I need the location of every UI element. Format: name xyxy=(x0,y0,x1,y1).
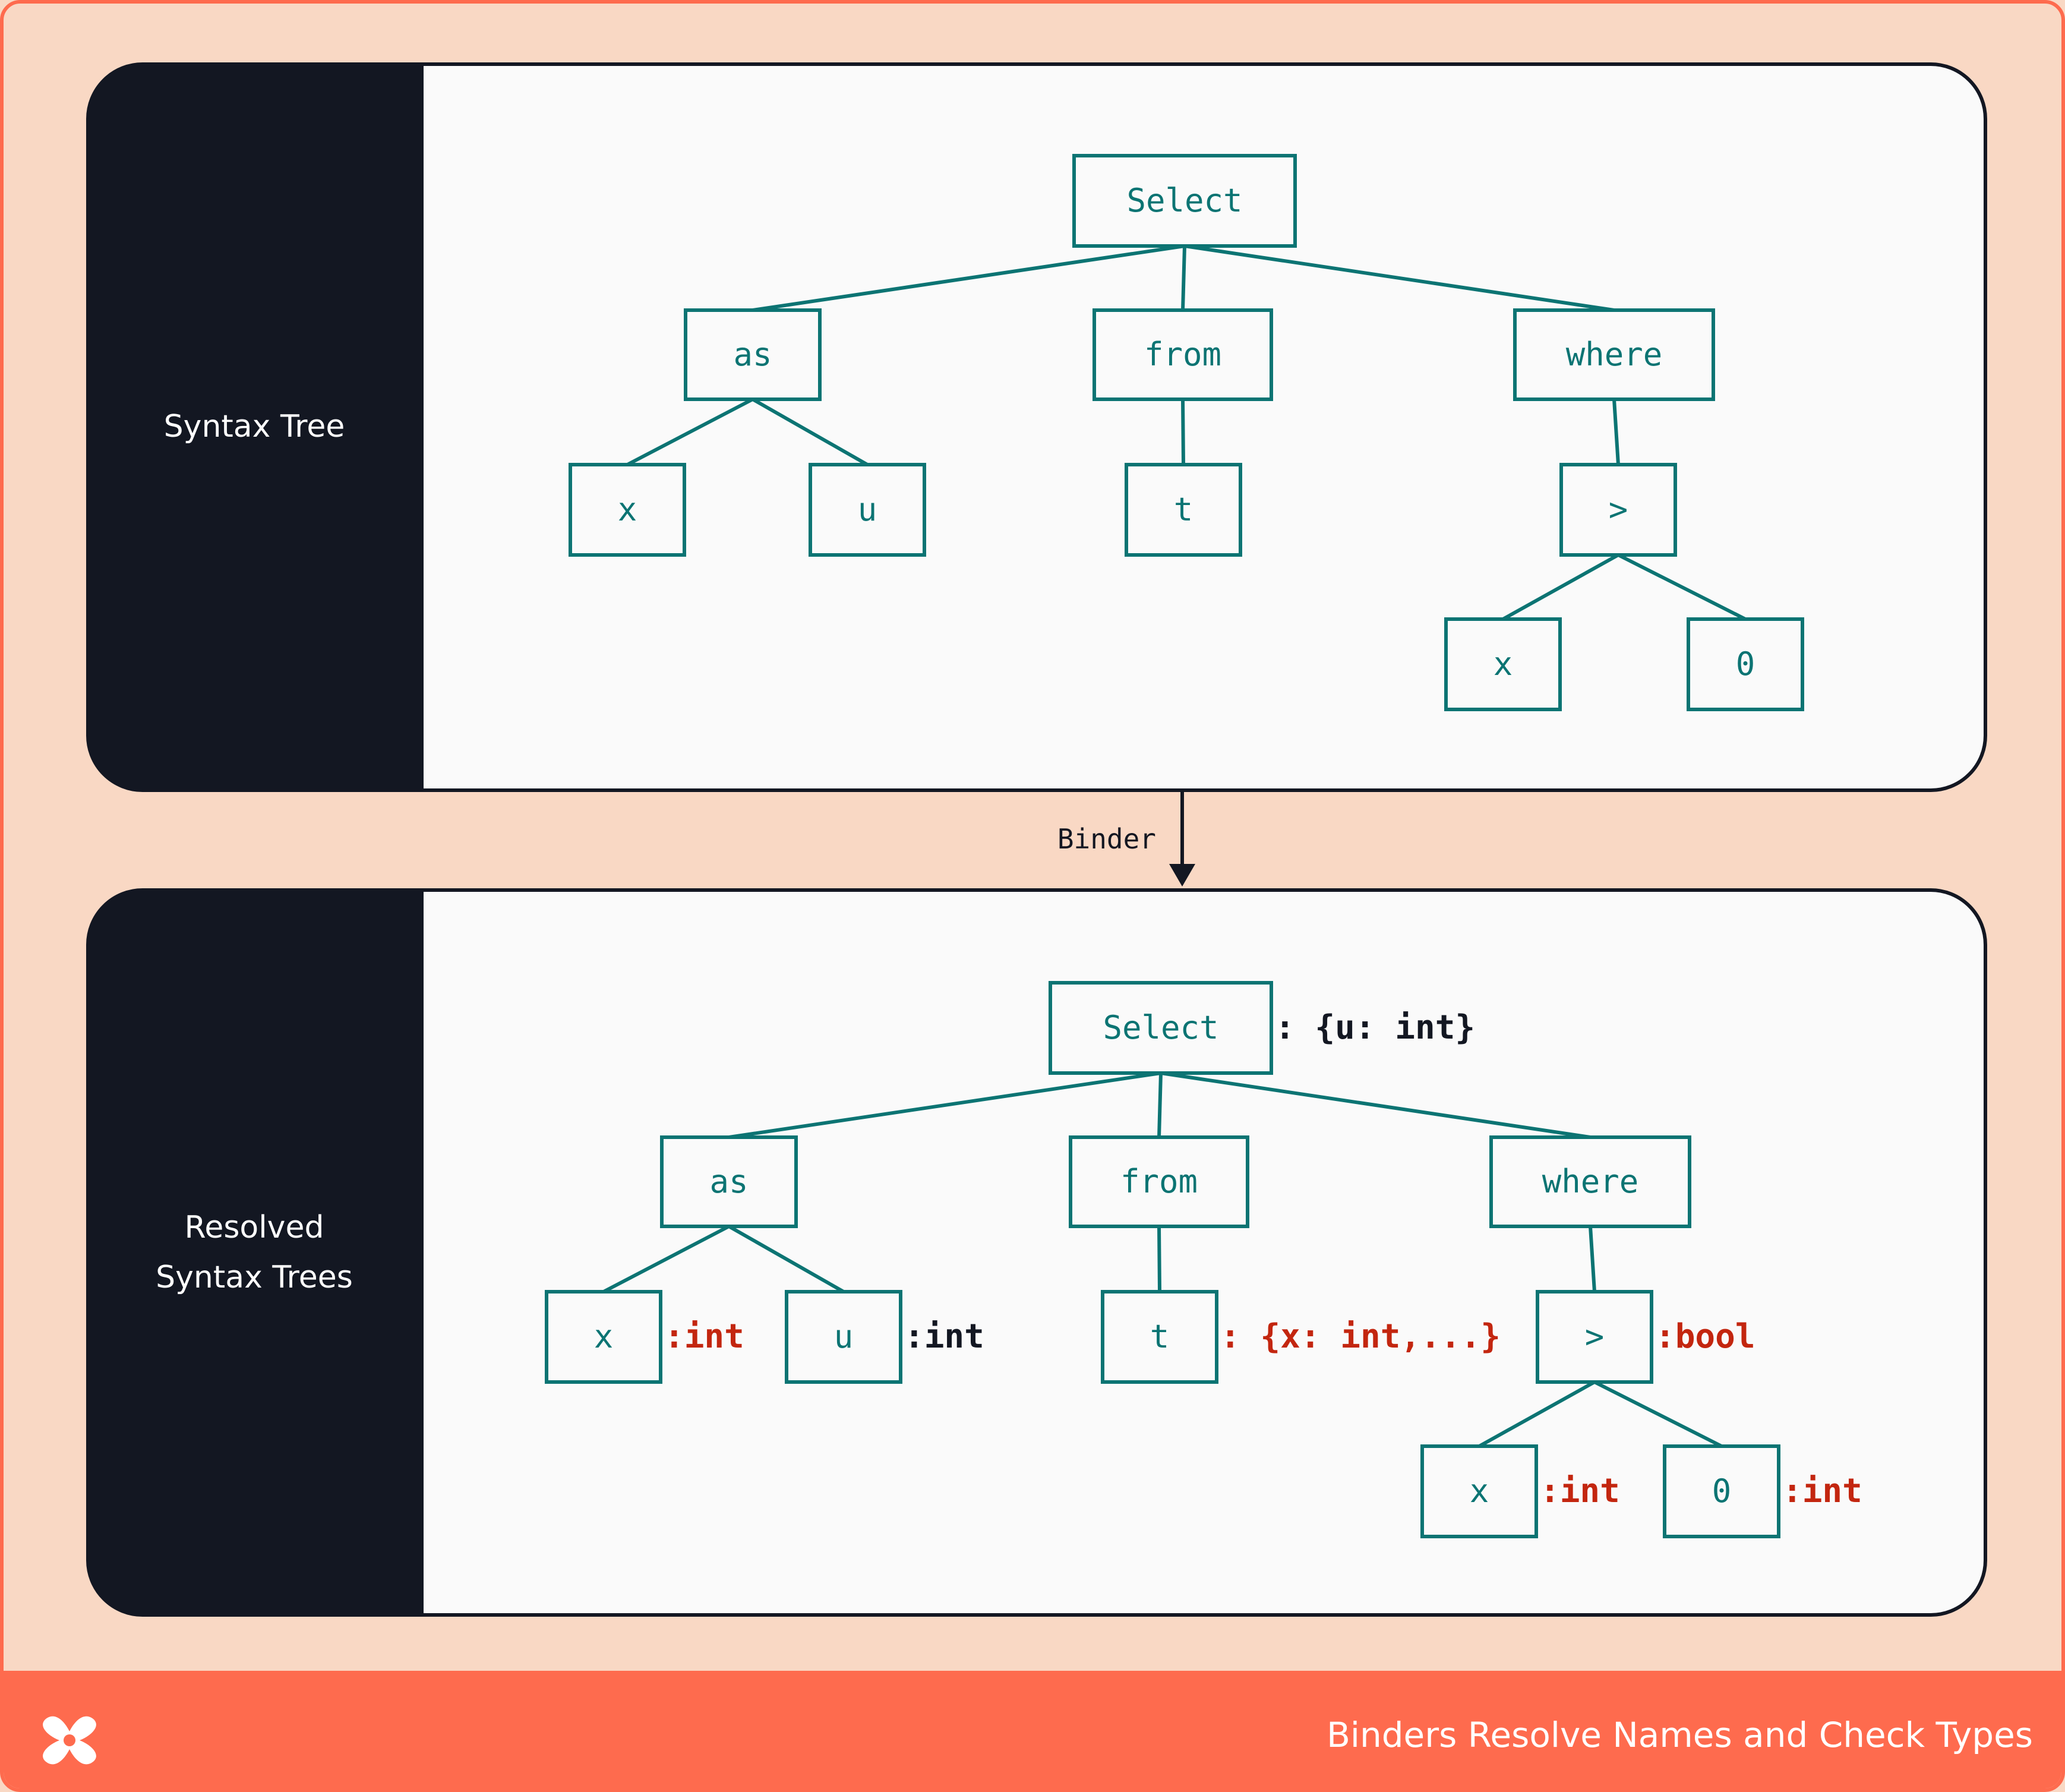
tree-top-node-where xyxy=(1513,308,1715,401)
x-logo-icon xyxy=(43,1716,96,1765)
tree-bottom-edge-from-t xyxy=(1157,1226,1161,1292)
tree-top-node-from-label: from xyxy=(1144,336,1221,373)
tree-bottom-node-from xyxy=(1069,1135,1249,1228)
tree-bottom-node-t xyxy=(1101,1290,1218,1384)
tree-top-node-select xyxy=(1072,154,1297,248)
tree-top-edge-select-from xyxy=(1181,245,1186,311)
tree-top-edge-as-x1 xyxy=(626,397,754,466)
tree-bottom-node-zero xyxy=(1663,1444,1780,1538)
tree-bottom-node-gt xyxy=(1536,1290,1653,1384)
tree-bottom-node-gt-type: :bool xyxy=(1655,1317,1755,1356)
tree-bottom-node-select xyxy=(1049,981,1273,1075)
tree-top-edge-where-gt xyxy=(1612,399,1620,465)
tree-bottom-edge-select-as xyxy=(728,1071,1161,1139)
tree-bottom-edge-gt-zero xyxy=(1593,1380,1723,1448)
tree-bottom-node-select-label: Select xyxy=(1103,1009,1218,1046)
tree-bottom-node-x2-label: x xyxy=(1470,1472,1489,1510)
tree-bottom-edge-as-x1 xyxy=(602,1225,730,1293)
panel-label-syntax-tree: Syntax Tree xyxy=(163,409,345,444)
tree-bottom-edge-where-gt xyxy=(1589,1226,1596,1292)
diagram-canvas: Binder Select as from where x u t > x 0 Select : {… xyxy=(86,62,1987,1617)
tree-bottom-edge-select-from xyxy=(1157,1072,1163,1138)
tree-bottom-node-where-label: where xyxy=(1542,1163,1639,1200)
panel-resolved-syntax-trees xyxy=(86,888,1987,1617)
tree-bottom-edge-select-where xyxy=(1160,1071,1591,1139)
tree-bottom-node-from-label: from xyxy=(1120,1163,1198,1200)
binder-label: Binder xyxy=(1057,823,1156,855)
binder-arrow-head xyxy=(1169,864,1195,886)
tree-top-edge-select-where xyxy=(1184,244,1615,312)
resolved-syntax-tree: Select : {u: int} as from where x :int u :int t : … xyxy=(545,981,1862,1538)
syntax-tree: Select as from where x u t > x 0 xyxy=(569,154,1804,711)
tree-top-node-zero xyxy=(1687,617,1804,711)
tree-top-node-from xyxy=(1093,308,1273,401)
tree-bottom-node-as-label: as xyxy=(709,1163,748,1200)
tree-bottom-node-gt-label: > xyxy=(1585,1318,1605,1355)
tree-bottom-node-zero-label: 0 xyxy=(1712,1472,1732,1510)
tree-top-node-t-label: t xyxy=(1174,491,1193,528)
panel-label-resolved-syntax-trees: Resolved Syntax Trees xyxy=(156,1210,353,1295)
tree-top-node-as xyxy=(684,308,822,401)
tree-top-node-where-label: where xyxy=(1566,336,1663,373)
tree-top-node-gt xyxy=(1559,463,1677,557)
footer-bar: Binders Resolve Names and Check Types xyxy=(4,1671,2061,1788)
tree-bottom-node-x2-type: :int xyxy=(1540,1472,1620,1510)
tree-bottom-node-x1-label: x xyxy=(594,1318,614,1355)
tree-top-edge-as-u xyxy=(752,397,869,466)
tree-bottom-node-u-label: u xyxy=(834,1318,854,1355)
tree-top-node-gt-label: > xyxy=(1609,491,1628,528)
tree-bottom-edge-as-u xyxy=(728,1225,845,1293)
tree-top-node-select-label: Select xyxy=(1126,182,1242,219)
tree-top-node-zero-label: 0 xyxy=(1736,645,1755,683)
tree-bottom-node-zero-type: :int xyxy=(1782,1472,1862,1510)
tree-bottom-node-u-type: :int xyxy=(904,1317,984,1356)
tree-top-node-x2 xyxy=(1444,617,1562,711)
tree-bottom-node-as xyxy=(660,1135,798,1228)
panel-syntax-tree xyxy=(86,62,1987,792)
tree-top-node-u-label: u xyxy=(858,491,877,528)
binder-arrow: Binder xyxy=(1057,790,1195,886)
tree-top-node-as-label: as xyxy=(733,336,772,373)
tree-top-node-x1 xyxy=(569,463,686,557)
tree-bottom-node-t-label: t xyxy=(1150,1318,1170,1355)
panel-top-label-bg xyxy=(88,64,424,790)
tree-top-node-x2-label: x xyxy=(1494,645,1513,683)
tree-bottom-node-x1-type: :int xyxy=(664,1317,744,1356)
tree-top-node-u xyxy=(809,463,926,557)
tree-top-edge-gt-zero xyxy=(1617,553,1747,621)
panel-bottom-label-bg xyxy=(88,890,424,1615)
tree-top-node-t xyxy=(1125,463,1242,557)
tree-bottom-node-select-type: : {u: int} xyxy=(1275,1008,1475,1047)
tree-bottom-edge-gt-x2 xyxy=(1478,1380,1596,1448)
footer-title: Binders Resolve Names and Check Types xyxy=(1327,1715,2033,1755)
tree-bottom-node-t-type: : {x: int,...} xyxy=(1220,1317,1501,1356)
tree-bottom-node-u xyxy=(785,1290,902,1384)
tree-top-node-x1-label: x xyxy=(618,491,637,528)
tree-top-edge-select-as xyxy=(752,244,1185,312)
tree-bottom-node-x2 xyxy=(1420,1444,1538,1538)
tree-bottom-node-x1 xyxy=(545,1290,662,1384)
tree-top-edge-gt-x2 xyxy=(1502,553,1619,621)
tree-bottom-node-where xyxy=(1489,1135,1691,1228)
